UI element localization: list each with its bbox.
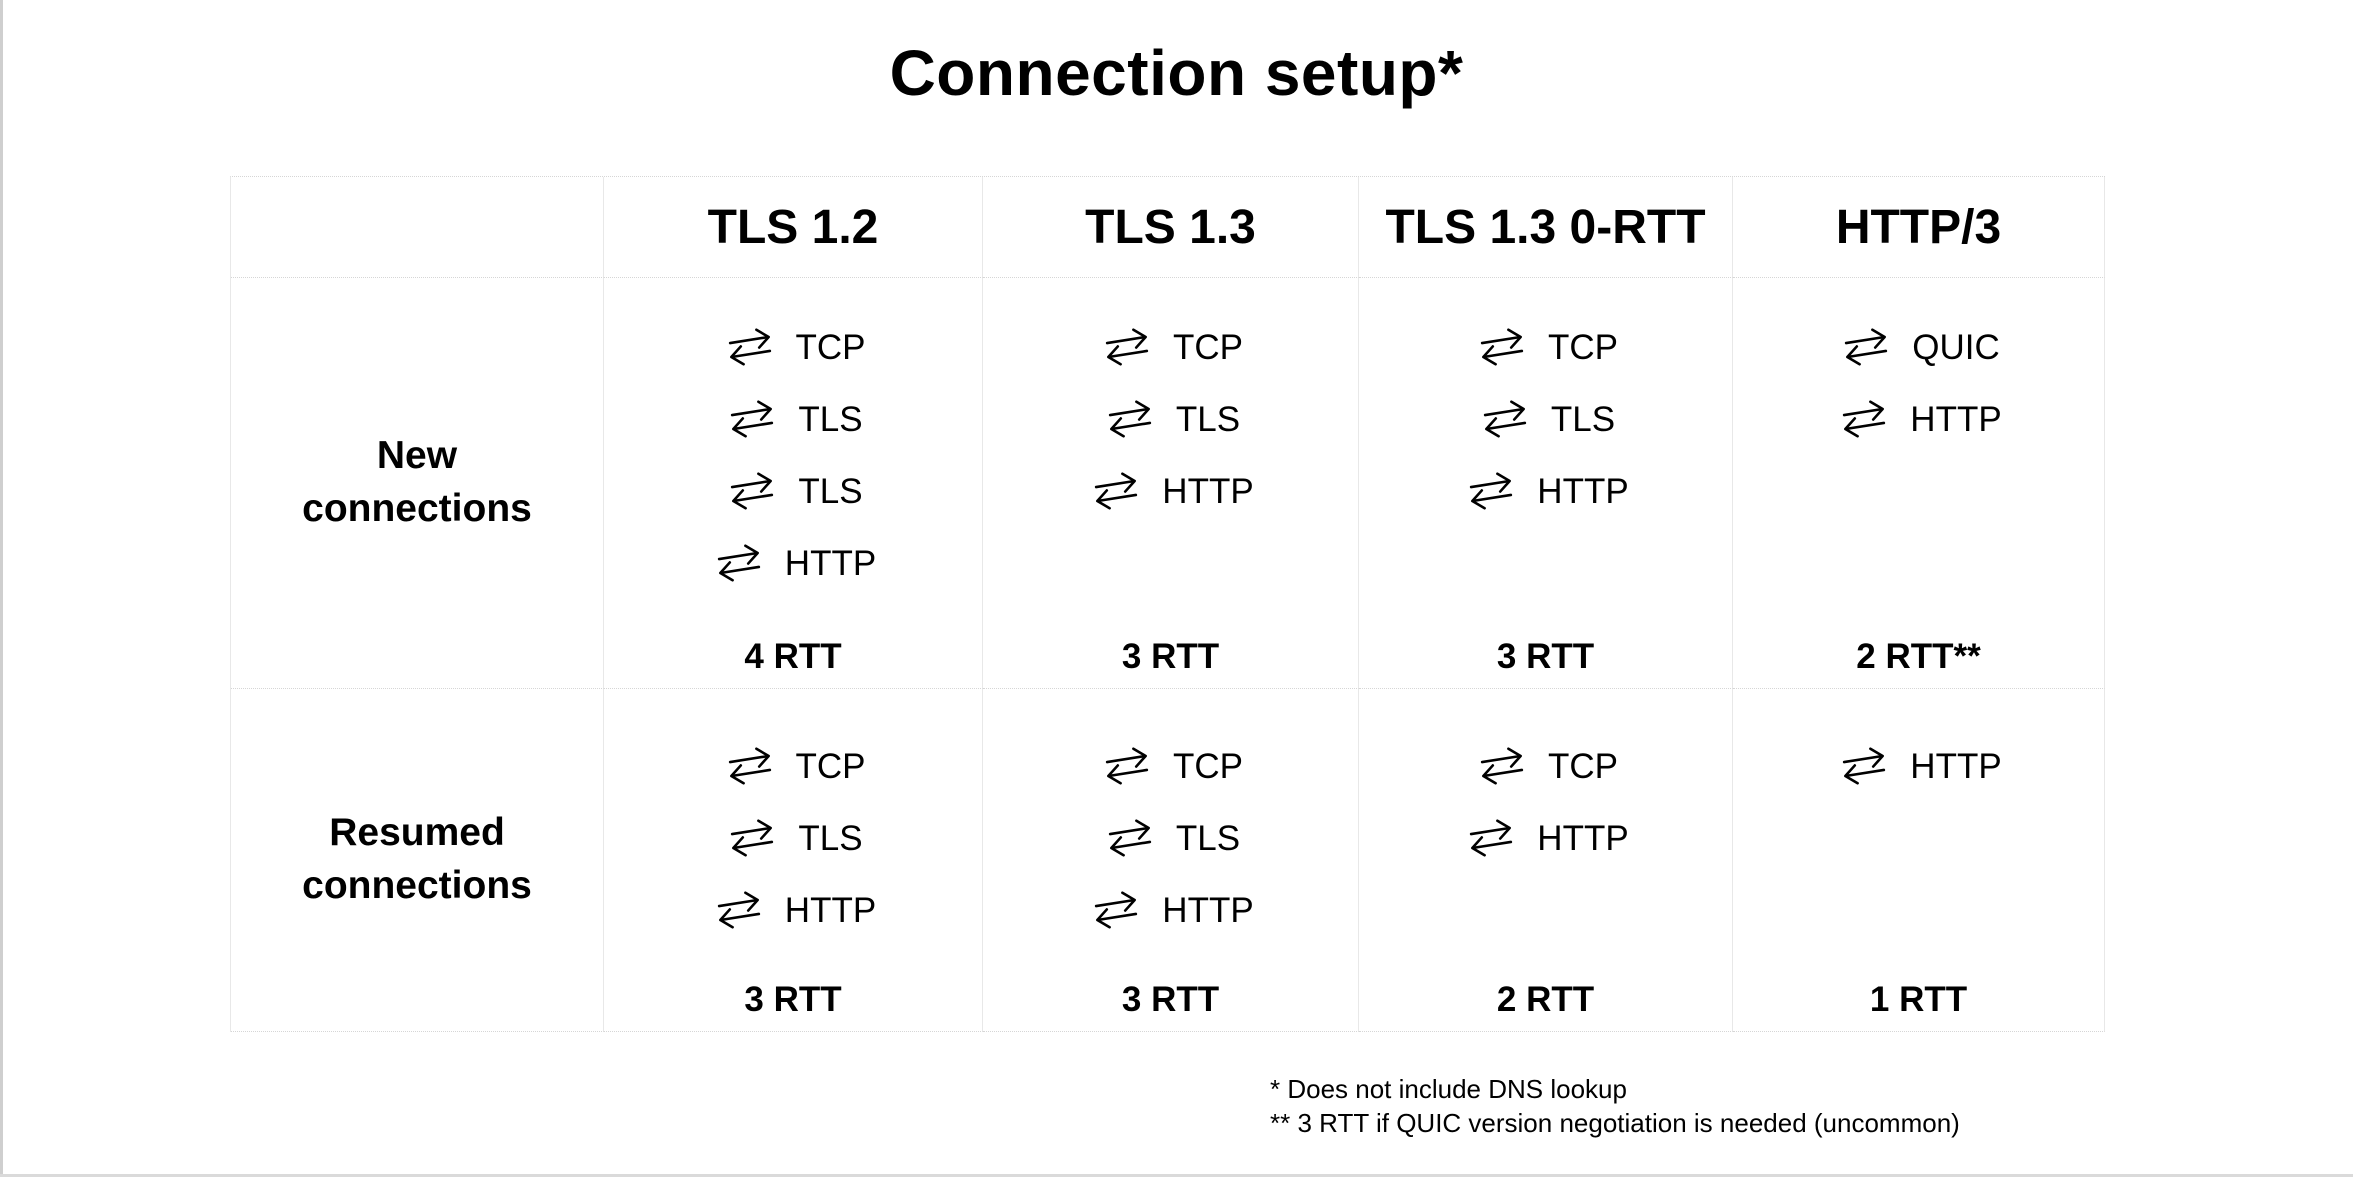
round-trip-arrows-icon bbox=[1106, 818, 1154, 858]
protocol-step: TCP bbox=[721, 324, 866, 370]
round-trip-arrows-icon bbox=[1106, 399, 1154, 439]
protocol-label: HTTP bbox=[1910, 746, 2002, 786]
round-trip-arrows-icon bbox=[725, 327, 774, 367]
round-trip-arrows-icon bbox=[725, 746, 774, 786]
round-trip-arrows-icon bbox=[715, 890, 763, 930]
protocol-label: TLS bbox=[1175, 818, 1241, 858]
footnotes: * Does not include DNS lookup ** 3 RTT i… bbox=[1270, 1072, 1960, 1140]
protocol-step: QUIC bbox=[1837, 324, 2000, 370]
connection-setup-table: TLS 1.2 TLS 1.3 TLS 1.3 0-RTT HTTP/3 New… bbox=[230, 176, 2105, 1032]
round-trip-arrows-icon bbox=[1092, 471, 1140, 511]
column-header-http3: HTTP/3 bbox=[1733, 177, 2105, 278]
slide-title: Connection setup* bbox=[889, 37, 1464, 109]
column-header-tls13-0rtt: TLS 1.3 0-RTT bbox=[1359, 177, 1733, 278]
protocol-step: TLS bbox=[1101, 815, 1240, 861]
protocol-label: HTTP bbox=[784, 543, 877, 583]
round-trip-arrows-icon bbox=[1478, 746, 1526, 786]
round-trip-arrows-icon bbox=[1840, 399, 1888, 439]
cell-resumed-http3: HTTP 1 RTT bbox=[1733, 689, 2105, 1032]
protocol-label: TCP bbox=[795, 327, 866, 367]
round-trip-arrows-icon bbox=[1840, 746, 1888, 786]
round-trip-arrows-icon bbox=[728, 471, 776, 511]
protocol-label: HTTP bbox=[1162, 471, 1254, 511]
protocol-step: TLS bbox=[723, 815, 863, 861]
protocol-step: HTTP bbox=[710, 540, 876, 586]
protocol-step: TLS bbox=[723, 468, 863, 514]
rtt-total: 3 RTT bbox=[1121, 637, 1220, 676]
rtt-total: 4 RTT bbox=[744, 637, 842, 676]
round-trip-arrows-icon bbox=[1467, 471, 1515, 511]
cell-new-tls13: TCP TLS HTTP 3 RTT bbox=[983, 278, 1359, 689]
protocol-label: HTTP bbox=[1910, 399, 2002, 439]
protocol-label: TLS bbox=[798, 818, 863, 858]
footnote-dns: * Does not include DNS lookup bbox=[1270, 1074, 1627, 1104]
protocol-step: TCP bbox=[1098, 324, 1243, 370]
rtt-total: 3 RTT bbox=[1121, 980, 1220, 1019]
rtt-total: 3 RTT bbox=[744, 980, 842, 1019]
protocol-step: TCP bbox=[1473, 743, 1618, 789]
protocol-label: TCP bbox=[1548, 746, 1618, 786]
row-label-resumed-connections: Resumed connections bbox=[231, 689, 604, 1032]
cell-new-tls13-0rtt: TCP TLS HTTP 3 RTT bbox=[1359, 278, 1733, 689]
column-header-tls12: TLS 1.2 bbox=[604, 177, 983, 278]
protocol-label: QUIC bbox=[1912, 327, 2000, 367]
round-trip-arrows-icon bbox=[715, 543, 763, 583]
round-trip-arrows-icon bbox=[1092, 890, 1140, 930]
protocol-step: HTTP bbox=[1835, 396, 2002, 442]
round-trip-arrows-icon bbox=[1467, 818, 1515, 858]
protocol-label: TLS bbox=[1550, 399, 1616, 439]
cell-resumed-tls13: TCP TLS HTTP 3 RTT bbox=[983, 689, 1359, 1032]
rtt-total: 1 RTT bbox=[1869, 980, 1968, 1019]
round-trip-arrows-icon bbox=[728, 818, 776, 858]
protocol-step: TLS bbox=[1476, 396, 1615, 442]
protocol-step: TLS bbox=[723, 396, 863, 442]
cell-resumed-tls13-0rtt: TCP HTTP 2 RTT bbox=[1359, 689, 1733, 1032]
round-trip-arrows-icon bbox=[1842, 327, 1890, 367]
protocol-step: TCP bbox=[721, 743, 866, 789]
round-trip-arrows-icon bbox=[1478, 327, 1526, 367]
rtt-total: 3 RTT bbox=[1496, 637, 1595, 676]
protocol-label: TCP bbox=[795, 746, 866, 786]
protocol-step: HTTP bbox=[710, 887, 876, 933]
protocol-label: TLS bbox=[798, 399, 863, 439]
round-trip-arrows-icon bbox=[1103, 327, 1151, 367]
row-label-new-connections: New connections bbox=[231, 278, 604, 689]
footnote-quic-negotiation: ** 3 RTT if QUIC version negotiation is … bbox=[1270, 1108, 1960, 1138]
protocol-step: TCP bbox=[1473, 324, 1618, 370]
protocol-step: TCP bbox=[1098, 743, 1243, 789]
cell-new-http3: QUIC HTTP 2 RTT** bbox=[1733, 278, 2105, 689]
protocol-step: TLS bbox=[1101, 396, 1240, 442]
protocol-label: HTTP bbox=[1537, 818, 1629, 858]
protocol-step: HTTP bbox=[1462, 815, 1629, 861]
protocol-label: TCP bbox=[1548, 327, 1618, 367]
cell-resumed-tls12: TCP TLS HTTP 3 RTT bbox=[604, 689, 983, 1032]
round-trip-arrows-icon bbox=[1481, 399, 1529, 439]
protocol-label: HTTP bbox=[1537, 471, 1629, 511]
protocol-label: HTTP bbox=[1162, 890, 1254, 930]
protocol-label: TLS bbox=[798, 471, 863, 511]
column-header-tls13: TLS 1.3 bbox=[983, 177, 1359, 278]
window-left-edge bbox=[0, 0, 3, 1177]
protocol-label: TCP bbox=[1173, 327, 1243, 367]
rtt-total: 2 RTT bbox=[1496, 980, 1595, 1019]
round-trip-arrows-icon bbox=[728, 399, 776, 439]
protocol-label: TCP bbox=[1173, 746, 1243, 786]
rtt-total: 2 RTT** bbox=[1856, 637, 1981, 676]
protocol-label: TLS bbox=[1175, 399, 1241, 439]
header-empty-cell bbox=[231, 177, 604, 278]
cell-new-tls12: TCP TLS TLS HTTP 4 RTT bbox=[604, 278, 983, 689]
protocol-step: HTTP bbox=[1087, 468, 1254, 514]
window-bottom-edge bbox=[0, 1174, 2353, 1177]
round-trip-arrows-icon bbox=[1103, 746, 1151, 786]
protocol-step: HTTP bbox=[1462, 468, 1629, 514]
protocol-step: HTTP bbox=[1835, 743, 2002, 789]
protocol-label: HTTP bbox=[784, 890, 877, 930]
protocol-step: HTTP bbox=[1087, 887, 1254, 933]
